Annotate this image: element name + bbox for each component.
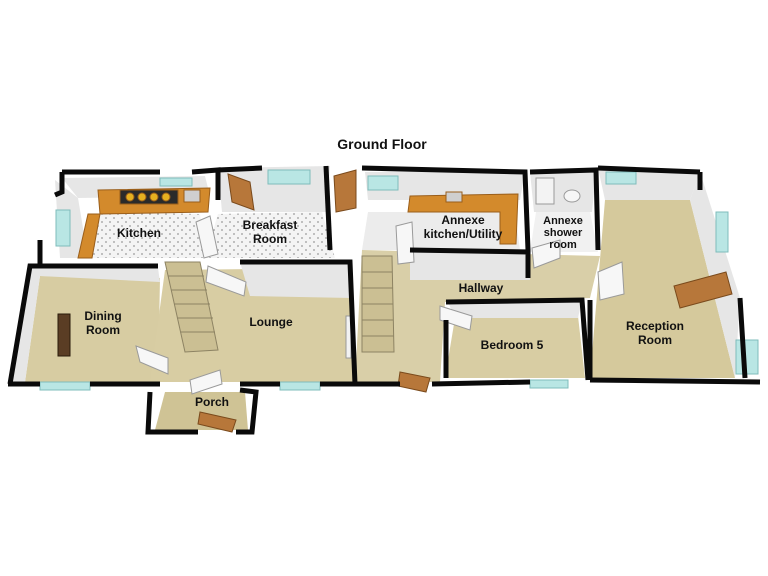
bedroom-door xyxy=(439,305,473,331)
bedroom-back-wall xyxy=(448,300,582,318)
dining-window-front xyxy=(39,381,91,391)
windows xyxy=(39,169,759,391)
floors xyxy=(25,200,735,430)
kitchen-sink xyxy=(183,189,201,203)
room-label-hallway: Hallway xyxy=(459,281,504,295)
dining-door xyxy=(135,345,169,375)
wall-kitchen xyxy=(54,172,65,198)
stairs-lounge xyxy=(164,261,219,353)
lounge-window-front xyxy=(279,381,321,391)
hall-partition xyxy=(410,248,530,280)
lounge-door xyxy=(205,265,247,297)
wall-porch-right xyxy=(236,387,259,435)
wall-lounge-top xyxy=(240,259,358,385)
wall-breakfast-right xyxy=(323,165,333,251)
stairs xyxy=(164,255,395,353)
lounge-back-wall xyxy=(240,262,352,298)
room-label-line: Annexe xyxy=(441,213,485,227)
kitchen-worktop-left xyxy=(77,213,101,259)
wall-porch xyxy=(145,391,198,435)
annexe-worktop xyxy=(407,193,519,245)
reception-door xyxy=(673,271,733,309)
annexe-back-wall xyxy=(365,172,525,200)
kitchen-door xyxy=(195,215,219,259)
porch-inner-door xyxy=(189,369,223,395)
worktops xyxy=(77,187,519,259)
wall-reception-top xyxy=(597,165,701,175)
room-label-line: Room xyxy=(638,333,672,347)
wall-bedroom-top xyxy=(445,297,591,381)
toilet xyxy=(563,189,581,203)
room-label-kitchen: Kitchen xyxy=(117,226,161,240)
wall-annexe-bottom xyxy=(409,247,531,278)
annexe-sink xyxy=(445,191,463,203)
reception-window-front xyxy=(735,339,759,375)
doors xyxy=(197,169,733,433)
shower-door xyxy=(531,239,561,269)
hob-ring xyxy=(137,192,147,202)
room-label-line: Porch xyxy=(195,395,229,409)
room-label-line: Room xyxy=(253,232,287,246)
room-label-line: Breakfast xyxy=(243,218,298,232)
wall-reception-right-2 xyxy=(737,297,748,379)
room-label-porch: Porch xyxy=(195,395,229,409)
room-label-line: Hallway xyxy=(459,281,504,295)
reception-window-side xyxy=(715,211,729,253)
wall-breakfast-top xyxy=(217,165,263,173)
hallway-floor xyxy=(355,250,600,382)
walls xyxy=(7,165,761,435)
room-label-line: room xyxy=(549,239,577,251)
wall-dining-left xyxy=(7,263,158,385)
wall-annexe-top xyxy=(361,165,531,251)
breakfast-floor xyxy=(205,212,335,258)
room-label-line: shower xyxy=(544,227,583,239)
kitchen-side-window xyxy=(55,209,71,247)
wall-shower xyxy=(529,167,601,251)
hob-ring xyxy=(125,192,135,202)
floor-title: Ground Floor xyxy=(337,136,427,152)
annexe-window xyxy=(367,175,399,191)
room-label-line: kitchen/Utility xyxy=(424,227,503,241)
hob-ring xyxy=(149,192,159,202)
annexe-door xyxy=(395,221,415,265)
wall-reception-front xyxy=(589,377,761,385)
rear-door xyxy=(333,169,357,213)
room-label-line: Annexe xyxy=(543,215,583,227)
room-label-line: Bedroom 5 xyxy=(481,338,544,352)
porch-door xyxy=(197,411,237,433)
open-doors xyxy=(135,215,625,395)
fireplace xyxy=(57,313,71,357)
kitchen-window xyxy=(159,177,193,187)
bedroom-window-front xyxy=(529,379,569,389)
room-label-line: Dining xyxy=(84,309,121,323)
reception-floor xyxy=(590,200,735,378)
breakfast-door xyxy=(227,173,255,211)
wall-front-5 xyxy=(431,379,531,387)
dining-left-wall xyxy=(10,268,160,382)
bedroom5-floor xyxy=(445,316,585,378)
kitchen-floor xyxy=(88,212,205,258)
room-label-line: Kitchen xyxy=(117,226,161,240)
breakfast-window xyxy=(267,169,311,185)
room-label-bedroom5: Bedroom 5 xyxy=(481,338,544,352)
room-label-line: Room xyxy=(86,323,120,337)
reception-window-top xyxy=(605,171,637,185)
shower-tray xyxy=(535,177,555,205)
shower-floor xyxy=(530,212,598,252)
room-label-line: Lounge xyxy=(249,315,293,329)
room-label-line: Reception xyxy=(626,319,684,333)
reception-inner-door xyxy=(597,261,625,301)
fixtures xyxy=(57,177,581,359)
hob-ring xyxy=(161,192,171,202)
hall-front-door xyxy=(397,371,431,393)
room-label-lounge: Lounge xyxy=(249,315,293,329)
